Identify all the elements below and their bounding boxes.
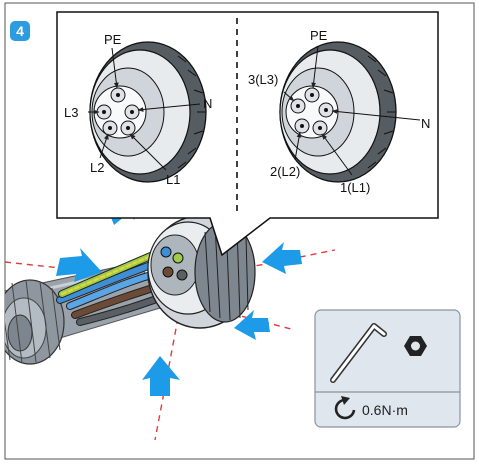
right-label-pe: PE xyxy=(310,28,328,43)
push-arrow-lower-right xyxy=(234,310,270,340)
torque-value: 0.6N·m xyxy=(362,402,408,418)
hex-key-icon xyxy=(330,323,387,383)
push-arrow-bottom xyxy=(142,356,180,396)
step-badge: 4 xyxy=(10,21,30,41)
right-label-l1: 1(L1) xyxy=(340,180,370,195)
hex-nut-icon xyxy=(404,336,427,356)
cable-nut xyxy=(5,279,65,365)
coupling-ring xyxy=(194,221,256,323)
right-label-n: N xyxy=(421,116,430,131)
left-label-pe: PE xyxy=(104,32,122,47)
right-connector-face: PE 3(L3) N 2(L2) 1(L1) xyxy=(248,28,430,195)
left-label-l3: L3 xyxy=(64,105,78,120)
tool-panel: 0.6N·m xyxy=(314,309,461,428)
left-label-l2: L2 xyxy=(90,160,104,175)
left-connector-face: PE L3 N L2 L1 xyxy=(64,32,212,187)
left-label-l1: L1 xyxy=(166,172,180,187)
main-scene xyxy=(5,190,336,441)
clockwise-arrow-icon xyxy=(334,396,356,420)
inset-callout: PE L3 N L2 L1 xyxy=(56,11,439,257)
push-arrow-right xyxy=(262,242,302,274)
push-arrow-left xyxy=(56,248,102,282)
right-label-l2: 2(L2) xyxy=(270,164,300,179)
right-label-l3: 3(L3) xyxy=(248,72,278,87)
step-number: 4 xyxy=(16,23,24,39)
left-label-n: N xyxy=(203,96,212,111)
